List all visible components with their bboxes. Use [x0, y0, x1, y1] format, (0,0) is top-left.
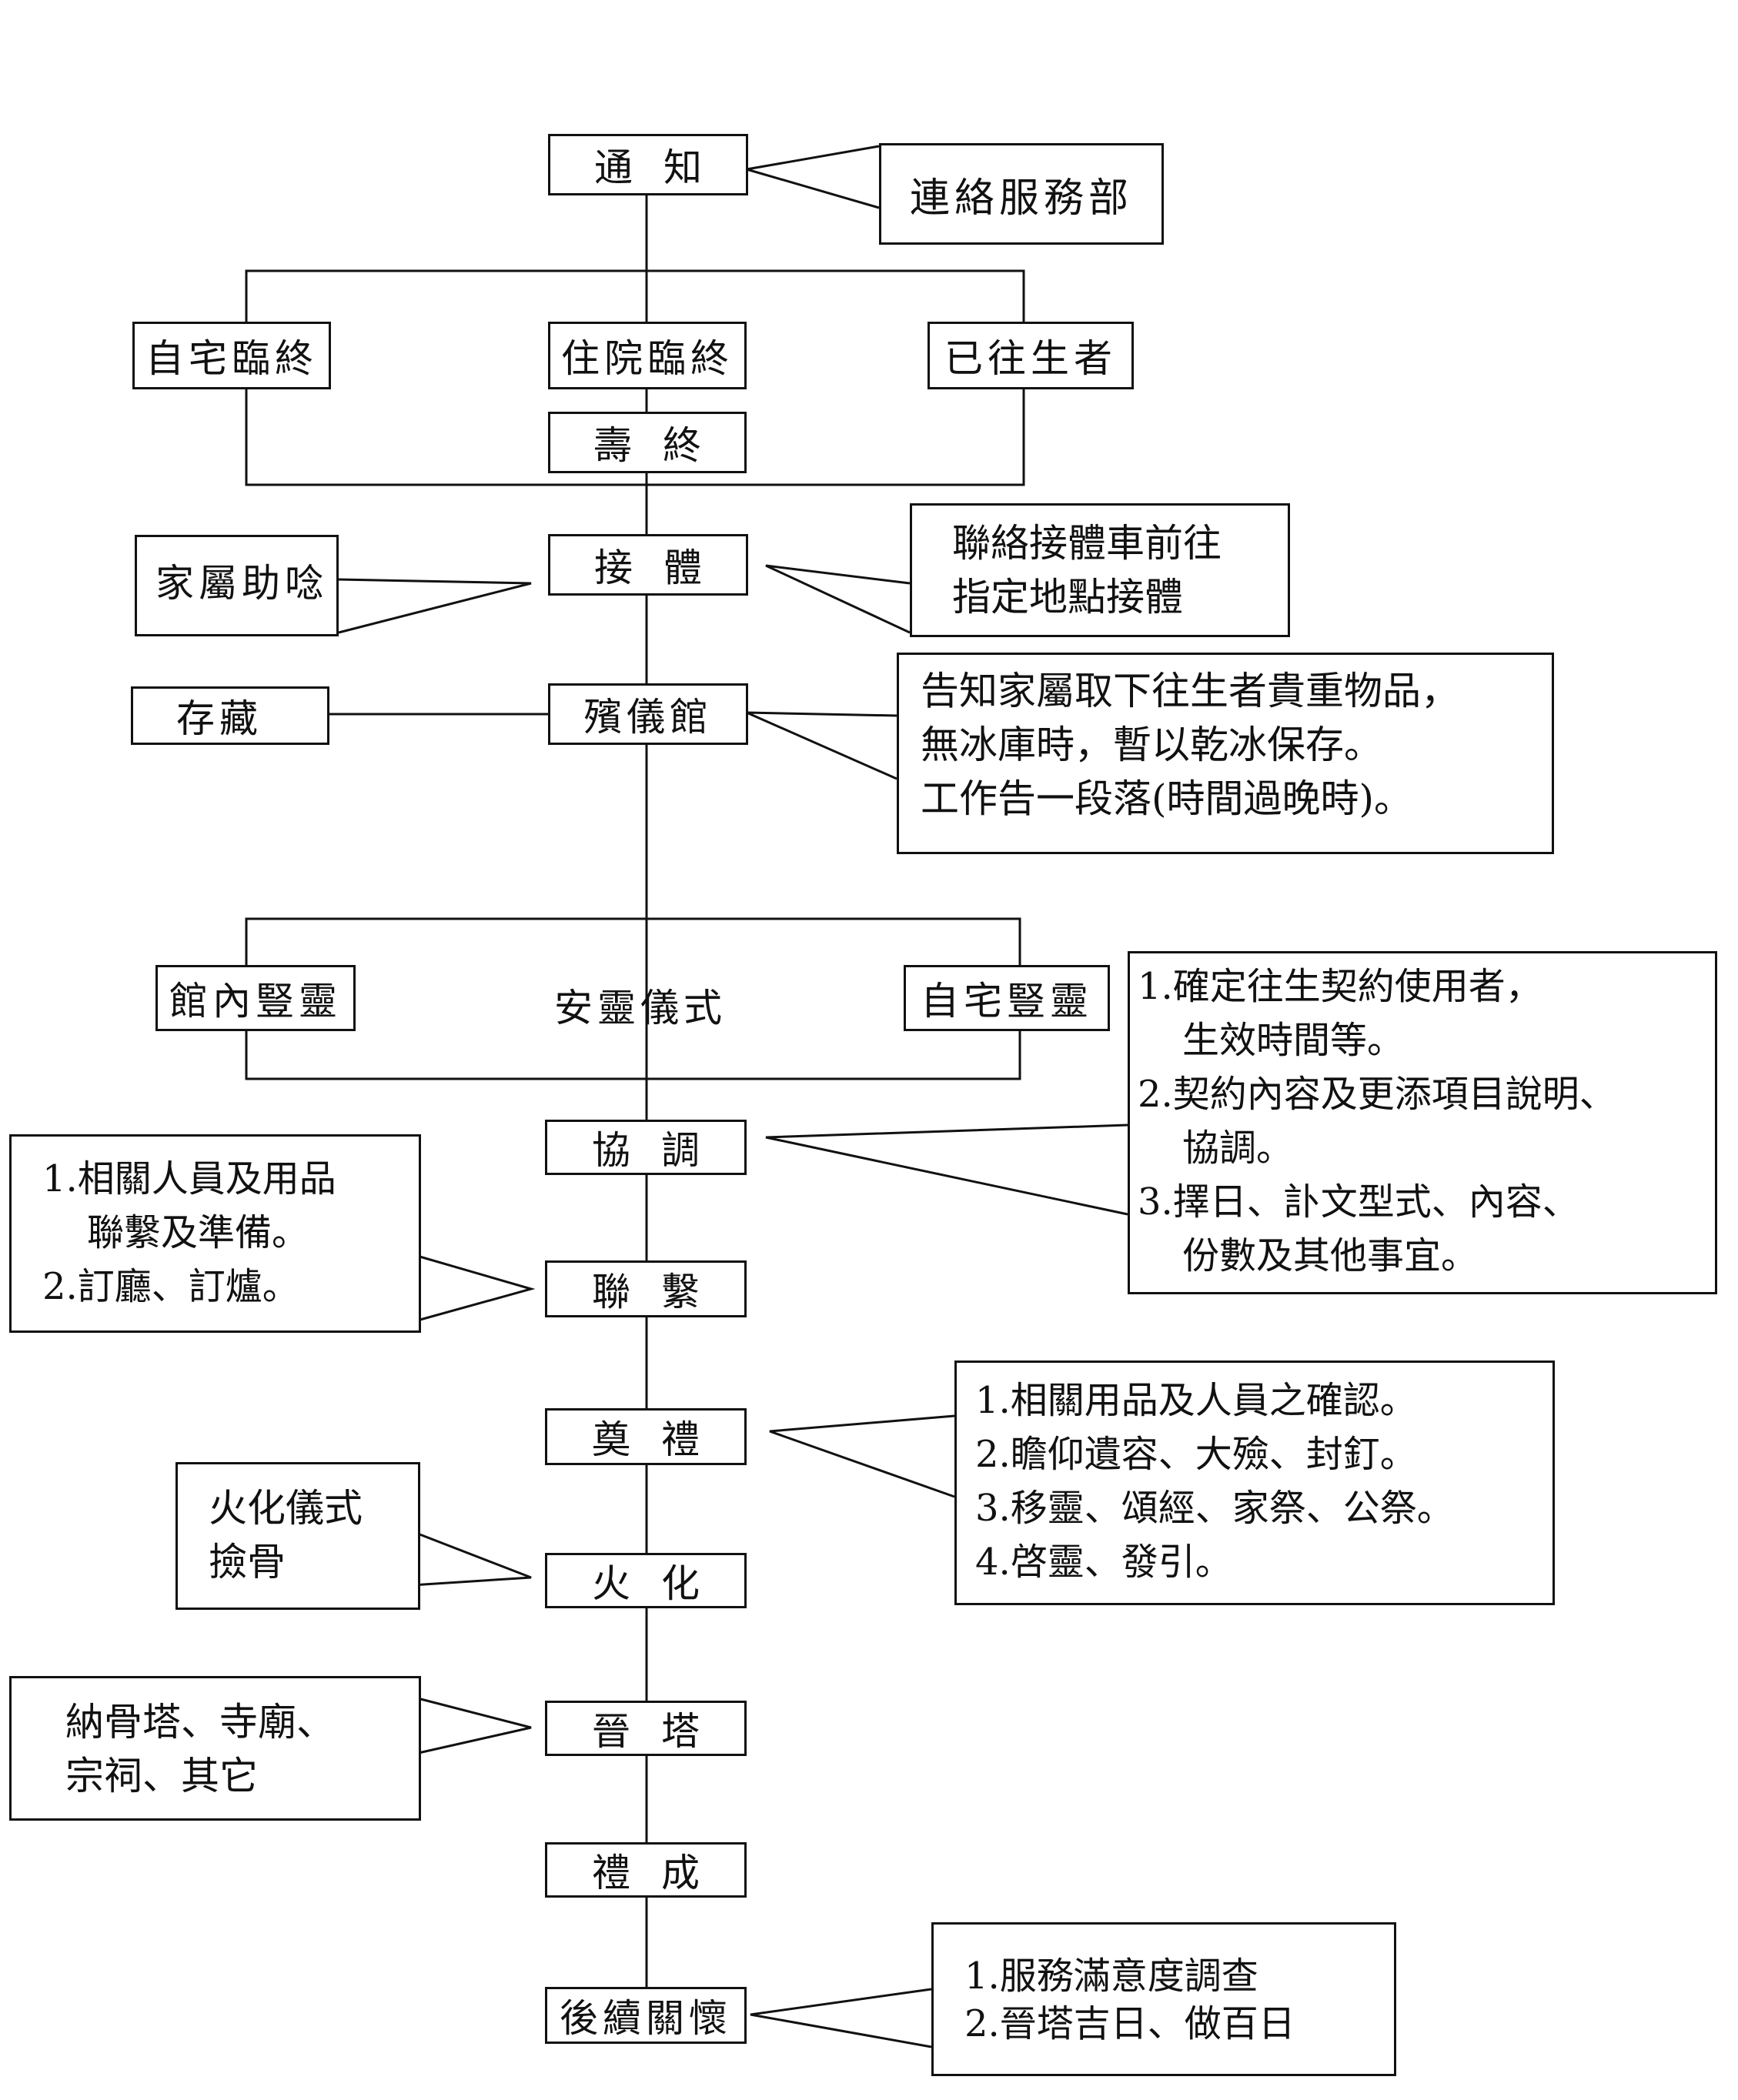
note-funeral-home: 告知家屬取下往生者貴重物品， 無冰庫時，暫以乾冰保存。 工作告一段落(時間過晚時…	[897, 653, 1554, 854]
step-deceased: 已往生者	[927, 322, 1134, 389]
step-hospital-end: 住院臨終	[548, 322, 747, 389]
step-cremation: 火化	[545, 1553, 747, 1608]
step-funeral-home: 殯儀館	[548, 683, 748, 745]
step-home-spirit: 自宅豎靈	[904, 965, 1110, 1031]
note-coordinate: 1.確定往生契約使用者， 生效時間等。 2.契約內容及更添項目說明、 協調。 3…	[1128, 951, 1717, 1294]
note-pickup: 聯絡接體車前往 指定地點接體	[910, 503, 1290, 637]
note-tower: 納骨塔、寺廟、 宗祠、其它	[9, 1676, 421, 1821]
step-hall-spirit: 館內豎靈	[155, 965, 356, 1031]
step-contact: 聯繫	[545, 1260, 747, 1317]
note-storage: 存藏	[131, 686, 329, 745]
step-coordinate: 協調	[545, 1120, 747, 1175]
step-aftercare: 後續關懷	[545, 1987, 747, 2044]
note-service-dept: 連絡服務部	[879, 143, 1164, 245]
step-complete: 禮成	[545, 1842, 747, 1898]
step-tower: 晉塔	[545, 1701, 747, 1756]
note-family-chant: 家屬助唸	[135, 535, 339, 636]
note-memorial: 1.相關用品及人員之確認。 2.瞻仰遺容、大殮、封釘。 3.移靈、頌經、家祭、公…	[954, 1360, 1555, 1605]
note-aftercare: 1.服務滿意度調查 2.晉塔吉日、做百日	[931, 1922, 1396, 2076]
step-memorial: 奠禮	[545, 1408, 747, 1465]
step-home-end: 自宅臨終	[132, 322, 331, 389]
step-life-end: 壽終	[548, 412, 747, 473]
step-ceremony: 安靈儀式	[554, 986, 727, 1030]
note-contact: 1.相關人員及用品 聯繫及準備。 2.訂廳、訂爐。	[9, 1134, 421, 1333]
note-cremation: 火化儀式 撿骨	[175, 1462, 420, 1610]
step-pickup: 接體	[548, 534, 748, 596]
step-notify: 通知	[548, 134, 748, 195]
